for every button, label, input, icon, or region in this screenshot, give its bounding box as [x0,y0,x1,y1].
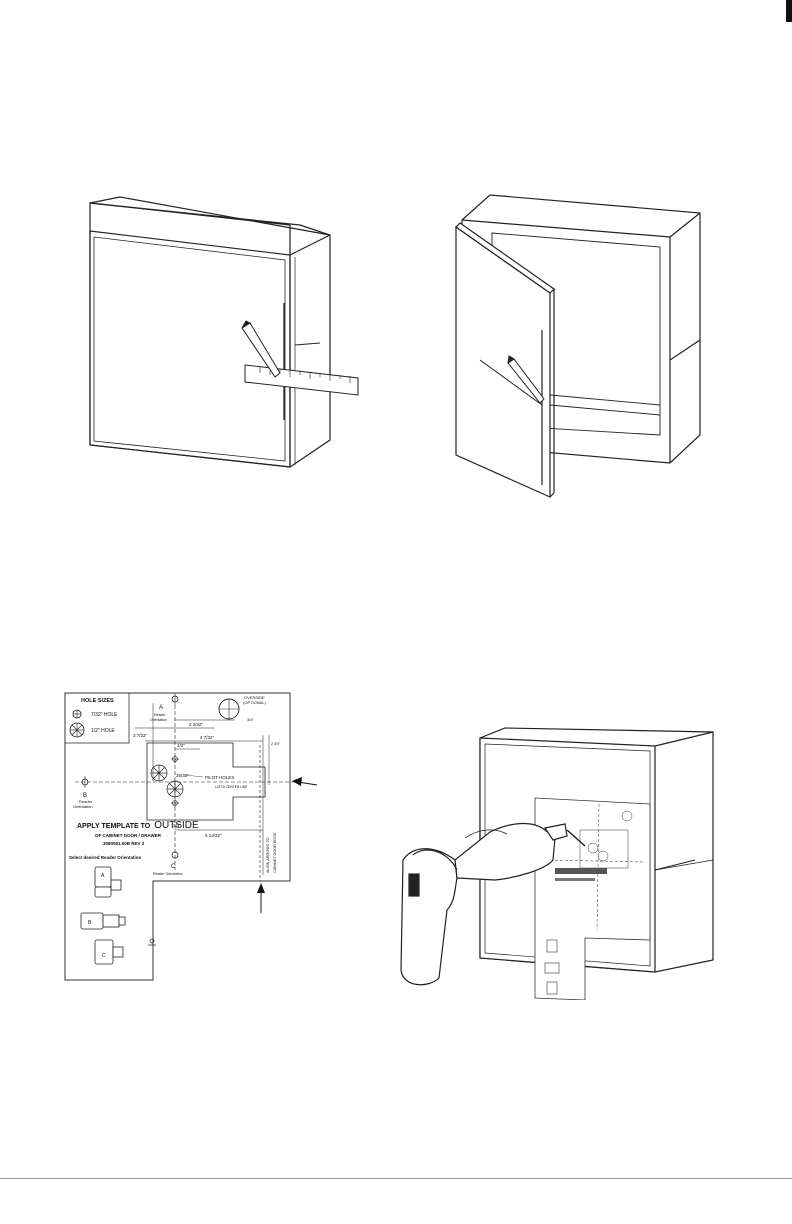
small-symbol-icon [148,938,156,946]
apply-template-outside: OUTSIDE [154,820,199,831]
small-hole-label: 7/32" HOLE [91,712,118,718]
apply-template-prefix: APPLY TEMPLATE TO [77,823,151,830]
figure-open-cabinet [455,194,701,498]
reader-icon-c: C [94,939,124,965]
orientation-c-mark [171,851,179,859]
orientation-b-label-2: Orientation [73,804,93,809]
dim-2-3-32: 2 3/32" [189,722,204,727]
cabinet-line: OF CABINET DOOR / DRAWER [95,833,162,838]
overside-label: OVERSIDE [244,695,265,700]
footer-divider [0,1178,792,1179]
large-hole-a [150,764,168,782]
pencil-icon [507,355,545,404]
svg-text:APPLY TEMPLATE TO OUTSIDE: APPLY TEMPLATE TO OUTSIDE [77,820,199,831]
figure-drill-template: HOLE SIZES 7/32" HOLE 1/2" HOLE A Reader… [64,692,318,981]
reader-icon-b: B [80,912,126,930]
latch-centerline-label: LATCH CENTER LINE [215,785,247,789]
dim-right: 2 3/4" [271,742,281,746]
dim-25-32: 25/32" [176,773,189,778]
orientation-b-label-1: Reader [79,799,93,804]
page-corner-mark [786,0,792,22]
orientation-b-letter: B [83,793,87,799]
dim-3-4-lower: 3/4" [173,823,181,828]
edge-text-2: CABINET DOOR EDGE [273,832,277,873]
dim-3-7-32: 3 7/32" [133,733,148,738]
large-hole-label: 1/2" HOLE [91,728,115,734]
optional-label: (OPTIONAL) [243,700,267,705]
svg-text:C: C [102,953,106,959]
dim-3-4: 3/4" [247,717,255,722]
orientation-a-label-2: Orientation [150,718,167,722]
dim-5-13-32: 5 13/32" [205,833,222,838]
drill-icon [400,822,586,986]
orientation-a-letter: A [159,705,163,711]
edge-text-1: ALIGN ARROWS TO [266,837,270,873]
figure-drilling-cabinet [400,727,714,1000]
dim-1-2: 1/2" [177,743,185,748]
select-orientation: Select desired Reader Orientation [69,855,142,860]
reader-icon-a: A [94,866,122,898]
dim-4-7-32: 4 7/32" [200,735,215,740]
svg-text:B: B [88,920,92,926]
pilot-holes-label: PILOT HOLES [205,775,234,780]
pencil-icon [241,320,281,378]
hole-sizes-title: HOLE SIZES [81,698,114,704]
figure-closed-cabinet-measure [89,196,359,468]
alignment-arrow-bottom [257,883,265,913]
alignment-arrow-right [292,777,318,786]
orientation-c-label: Reader Orientation [153,872,183,876]
orientation-a-label-1: Reader [154,713,166,717]
svg-text:A: A [101,873,105,879]
orientation-c-letter: C [171,864,176,870]
part-number: 3080081.00B REV 2 [103,841,145,846]
